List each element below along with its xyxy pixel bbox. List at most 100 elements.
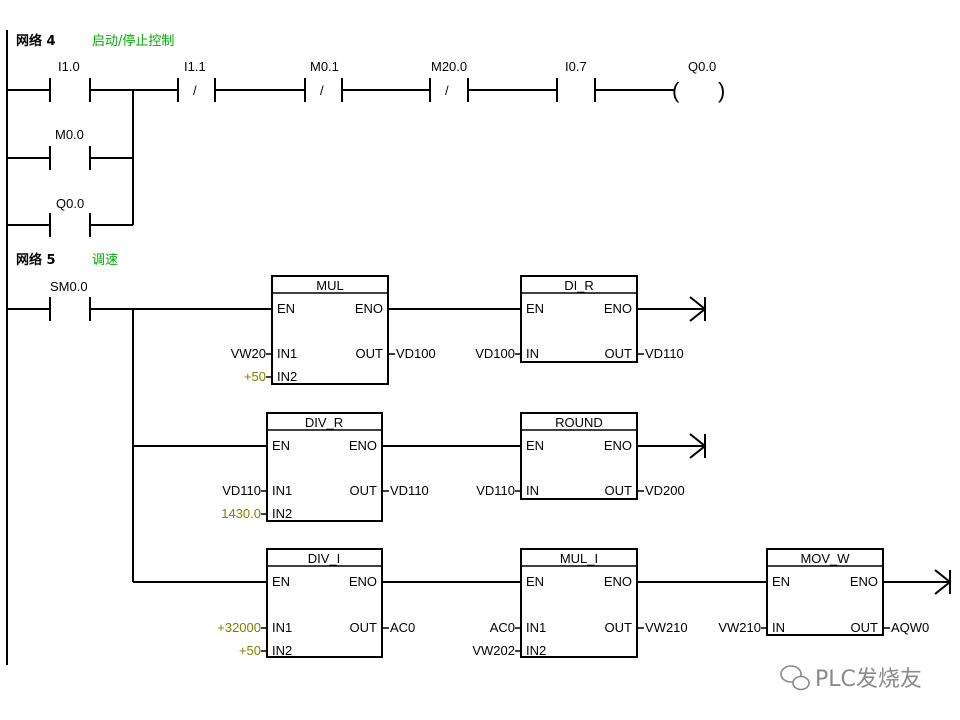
coil-label: Q0.0 bbox=[688, 59, 716, 74]
network-5-wires bbox=[7, 308, 950, 583]
operand-in2: 1430.0 bbox=[221, 506, 261, 521]
block-mov-w[interactable]: MOV_W EN ENO IN OUT VW210 AQW0 bbox=[718, 548, 929, 636]
pin-en: EN bbox=[526, 438, 544, 453]
block-title: DI_R bbox=[564, 278, 594, 293]
pin-in: IN bbox=[526, 483, 539, 498]
contact-sm0-0[interactable]: SM0.0 bbox=[49, 279, 91, 321]
contact-label: M0.1 bbox=[310, 59, 339, 74]
network-5-comment: 调速 bbox=[92, 253, 118, 268]
network-5-label: 网络 5 bbox=[16, 252, 56, 268]
block-title: MUL_I bbox=[560, 551, 598, 566]
pin-in1: IN1 bbox=[272, 620, 292, 635]
operand-in: VW210 bbox=[718, 620, 761, 635]
pin-eno: ENO bbox=[604, 301, 632, 316]
operand-out: AQW0 bbox=[891, 620, 929, 635]
pin-eno: ENO bbox=[349, 574, 377, 589]
coil-right-paren: ) bbox=[718, 78, 725, 103]
eno-end-arrow bbox=[689, 433, 707, 459]
operand-out: VD110 bbox=[390, 483, 429, 498]
block-title: MUL bbox=[316, 278, 343, 293]
contact-q0-0[interactable]: Q0.0 bbox=[49, 196, 91, 237]
pin-en: EN bbox=[526, 574, 544, 589]
nc-mark: / bbox=[445, 83, 449, 98]
pin-in2: IN2 bbox=[272, 643, 292, 658]
network-4-wires bbox=[7, 89, 675, 226]
operand-out: AC0 bbox=[390, 620, 415, 635]
pin-in1: IN1 bbox=[272, 483, 292, 498]
contact-m20-0[interactable]: M20.0 / bbox=[429, 59, 469, 102]
pin-in2: IN2 bbox=[277, 369, 297, 384]
pin-in: IN bbox=[772, 620, 785, 635]
contact-label: SM0.0 bbox=[50, 279, 88, 294]
block-div-r[interactable]: DIV_R EN ENO IN1 IN2 OUT VD110 1430.0 VD… bbox=[221, 412, 429, 522]
pin-in1: IN1 bbox=[277, 346, 297, 361]
contact-label: I1.1 bbox=[184, 59, 206, 74]
pin-eno: ENO bbox=[604, 438, 632, 453]
pin-en: EN bbox=[272, 438, 290, 453]
operand-in1: VD110 bbox=[222, 483, 261, 498]
contact-label: M0.0 bbox=[55, 127, 84, 142]
nc-mark: / bbox=[320, 83, 324, 98]
pin-in2: IN2 bbox=[272, 506, 292, 521]
operand-out: VD100 bbox=[396, 346, 436, 361]
pin-out: OUT bbox=[851, 620, 879, 635]
operand-in2: +50 bbox=[239, 643, 261, 658]
wechat-icon bbox=[780, 665, 810, 691]
pin-out: OUT bbox=[350, 483, 378, 498]
pin-en: EN bbox=[526, 301, 544, 316]
eno-end-arrow bbox=[934, 569, 952, 595]
contact-label: I0.7 bbox=[565, 59, 587, 74]
pin-en: EN bbox=[272, 574, 290, 589]
network-4: 网络 4 启动/停止控制 I1.0 I1.1 / bbox=[7, 33, 725, 237]
block-div-i[interactable]: DIV_I EN ENO IN1 IN2 OUT +32000 +50 AC0 bbox=[217, 548, 415, 658]
operand-out: VD110 bbox=[645, 346, 684, 361]
operand-in: VD100 bbox=[475, 346, 515, 361]
block-round[interactable]: ROUND EN ENO IN OUT VD110 VD200 bbox=[476, 412, 685, 500]
block-mul[interactable]: MUL EN ENO IN1 IN2 OUT VW20 +50 VD100 bbox=[231, 275, 436, 385]
operand-out: VD200 bbox=[645, 483, 685, 498]
operand-in2: +50 bbox=[244, 369, 266, 384]
network-4-label: 网络 4 bbox=[16, 33, 56, 49]
operand-out: VW210 bbox=[645, 620, 688, 635]
nc-mark: / bbox=[193, 83, 197, 98]
contact-i1-0[interactable]: I1.0 bbox=[49, 59, 91, 102]
pin-out: OUT bbox=[605, 620, 633, 635]
pin-in1: IN1 bbox=[526, 620, 546, 635]
pin-en: EN bbox=[277, 301, 295, 316]
pin-eno: ENO bbox=[604, 574, 632, 589]
contact-label: Q0.0 bbox=[56, 196, 84, 211]
operand-in1: VW20 bbox=[231, 346, 266, 361]
block-mul-i[interactable]: MUL_I EN ENO IN1 IN2 OUT AC0 VW202 VW210 bbox=[472, 548, 688, 658]
pin-eno: ENO bbox=[850, 574, 878, 589]
contact-label: I1.0 bbox=[58, 59, 80, 74]
coil-q0-0[interactable]: Q0.0 ( ) bbox=[672, 59, 725, 103]
block-title: DIV_I bbox=[308, 551, 341, 566]
operand-in: VD110 bbox=[476, 483, 515, 498]
block-title: DIV_R bbox=[305, 415, 343, 430]
pin-en: EN bbox=[772, 574, 790, 589]
pin-out: OUT bbox=[605, 483, 633, 498]
network-4-comment: 启动/停止控制 bbox=[92, 33, 174, 49]
pin-in: IN bbox=[526, 346, 539, 361]
eno-end-arrow bbox=[689, 296, 707, 322]
watermark-text: PLC发烧友 bbox=[815, 667, 922, 692]
pin-eno: ENO bbox=[349, 438, 377, 453]
contact-i1-1[interactable]: I1.1 / bbox=[177, 59, 216, 102]
contact-i0-7[interactable]: I0.7 bbox=[556, 59, 596, 102]
block-title: ROUND bbox=[555, 415, 603, 430]
pin-out: OUT bbox=[350, 620, 378, 635]
contact-m0-1[interactable]: M0.1 / bbox=[304, 59, 343, 102]
operand-in1: AC0 bbox=[490, 620, 515, 635]
block-di-r[interactable]: DI_R EN ENO IN OUT VD100 VD110 bbox=[475, 275, 684, 363]
operand-in1: +32000 bbox=[217, 620, 261, 635]
pin-in2: IN2 bbox=[526, 643, 546, 658]
coil-left-paren: ( bbox=[672, 78, 680, 103]
pin-out: OUT bbox=[605, 346, 633, 361]
network-5: 网络 5 调速 SM0.0 bbox=[7, 252, 952, 658]
operand-in2: VW202 bbox=[472, 643, 515, 658]
pin-eno: ENO bbox=[355, 301, 383, 316]
pin-out: OUT bbox=[356, 346, 384, 361]
block-title: MOV_W bbox=[800, 551, 850, 566]
contact-m0-0[interactable]: M0.0 bbox=[49, 127, 91, 170]
